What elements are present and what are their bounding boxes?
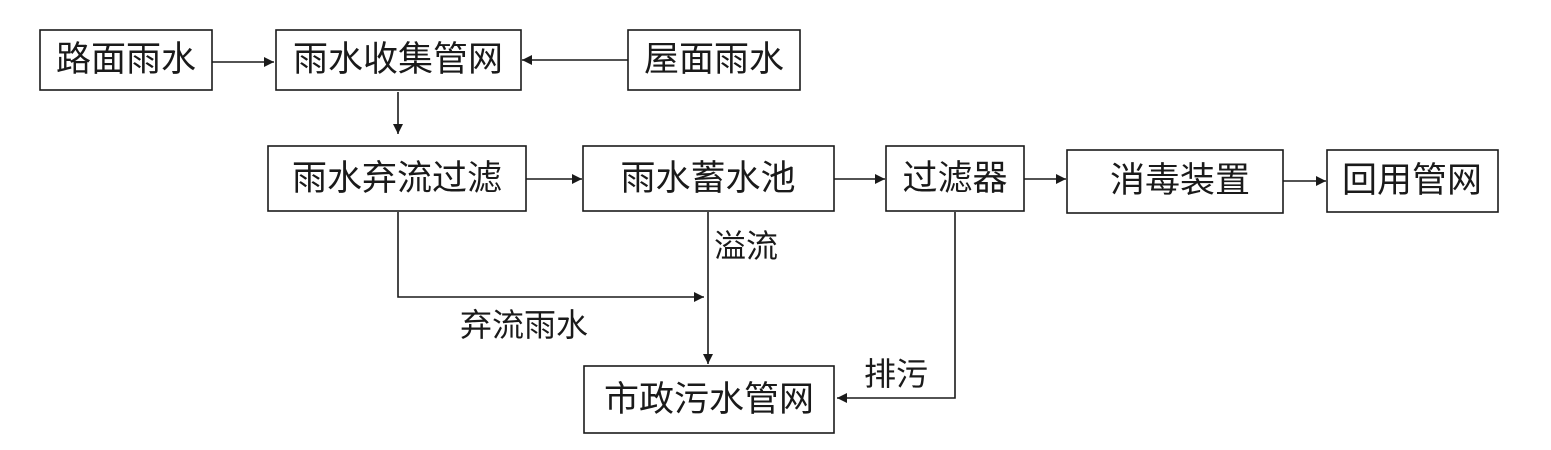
node-filter: 过滤器: [885, 145, 1025, 212]
node-label: 路面雨水: [56, 40, 196, 80]
edge-diversion-to-sewer-line: [397, 212, 704, 302]
node-diversion-filter: 雨水弃流过滤: [267, 145, 527, 212]
node-label: 雨水弃流过滤: [292, 159, 502, 199]
node-label: 市政污水管网: [604, 380, 814, 420]
node-road-rainwater: 路面雨水: [39, 29, 213, 91]
node-storage-tank: 雨水蓄水池: [582, 145, 835, 212]
label-discharge: 排污: [864, 355, 928, 393]
node-reuse-network: 回用管网: [1326, 149, 1499, 213]
node-label: 屋面雨水: [644, 40, 784, 80]
edges: [212, 55, 1326, 403]
node-collection-network: 雨水收集管网: [275, 29, 522, 91]
node-label: 雨水蓄水池: [620, 159, 795, 199]
node-roof-rainwater: 屋面雨水: [627, 29, 801, 91]
edge-filter-discharge-to-sewer: [837, 212, 956, 403]
node-municipal-sewer: 市政污水管网: [583, 365, 835, 434]
node-label: 回用管网: [1342, 161, 1482, 201]
node-disinfection: 消毒装置: [1066, 149, 1284, 214]
node-label: 消毒装置: [1110, 161, 1250, 201]
node-label: 过滤器: [902, 159, 1007, 199]
label-overflow: 溢流: [714, 227, 778, 265]
node-label: 雨水收集管网: [293, 40, 503, 80]
label-diverted-rainwater: 弃流雨水: [460, 306, 588, 344]
